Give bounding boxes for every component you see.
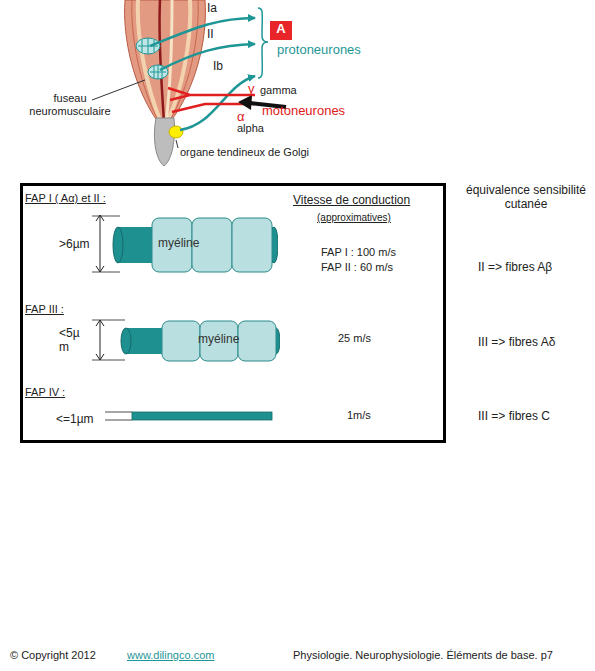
equivalence-note: II => fibres Aβ	[478, 261, 552, 275]
leader-line	[92, 80, 145, 100]
tendon	[154, 118, 174, 166]
fibre-name: gamma	[260, 84, 297, 97]
myelinated-fibre: myéline	[112, 217, 278, 273]
axon-cap	[113, 227, 123, 263]
spindle-capsule	[136, 38, 160, 54]
node-text: (approximatives)	[317, 212, 391, 224]
website-link: www.dilingco.com	[127, 649, 214, 662]
fibre-group-label: Ia	[207, 2, 217, 16]
fibre-group-label: II	[207, 28, 214, 42]
node-text: FAP II : 60 m/s	[321, 261, 393, 274]
equivalence-note: III => fibres Aδ	[478, 336, 555, 350]
page-footer: Physiologie. Neurophysiologie. Éléments …	[293, 649, 553, 662]
muscle-fibre	[138, 0, 160, 120]
copyright: © Copyright 2012	[10, 649, 96, 662]
axon-cap	[121, 328, 131, 354]
myelin-segment	[162, 321, 200, 361]
muscle-fibre	[166, 0, 172, 122]
node-text: A	[270, 22, 292, 37]
node-text: 25 m/s	[338, 332, 371, 345]
afferent-fibre	[160, 44, 255, 70]
spindle-hatch	[138, 38, 158, 54]
node-text: myéline	[198, 333, 239, 347]
nerve-line	[159, 0, 164, 122]
myelin-segment	[238, 321, 276, 361]
greek-symbol: γ	[248, 82, 255, 97]
afferent-fibre	[150, 18, 255, 46]
node-text: FAP IV :	[25, 386, 65, 399]
group-name: protoneurones	[277, 43, 361, 58]
fibre-group-label: Ib	[213, 60, 223, 74]
node-text: FAP III :	[25, 303, 64, 316]
muscle-illustration	[0, 0, 595, 200]
myelinated-fibre: myéline	[120, 320, 280, 362]
gamma-motor-fibre	[168, 88, 255, 100]
node-text: FAP I ( Aα) et II :	[25, 192, 106, 205]
node-text: <=1µm	[56, 413, 94, 427]
node-text: 1m/s	[347, 409, 371, 422]
node-text: myéline	[158, 237, 199, 251]
muscle-body	[125, 0, 206, 122]
bracket	[258, 8, 268, 78]
equivalence-note: III => fibres C	[478, 410, 550, 424]
group-name: motoneurones	[262, 104, 345, 119]
node-text: <5µ m	[59, 327, 85, 355]
node-text: >6µm	[59, 238, 90, 252]
leader-line	[176, 140, 178, 148]
column-heading: équivalence sensibilité cutanée	[462, 184, 590, 212]
fibre-table-frame: FAP I ( Aα) et II : >6µm Vitesse de conduc…	[20, 183, 446, 443]
node-text: Vitesse de conduction	[293, 194, 410, 208]
group-marker-box: A	[270, 21, 292, 40]
muscle-fibre	[132, 0, 158, 120]
node-text: FAP I : 100 m/s	[321, 246, 396, 259]
pointer-arrow-head	[238, 95, 252, 110]
fibre-name: alpha	[237, 122, 264, 135]
part-name: organe tendineux de Golgi	[180, 146, 309, 159]
myelin-segment	[232, 218, 272, 272]
golgi-organ	[169, 126, 183, 138]
part-name: fuseau neuromusculaire	[20, 92, 120, 117]
